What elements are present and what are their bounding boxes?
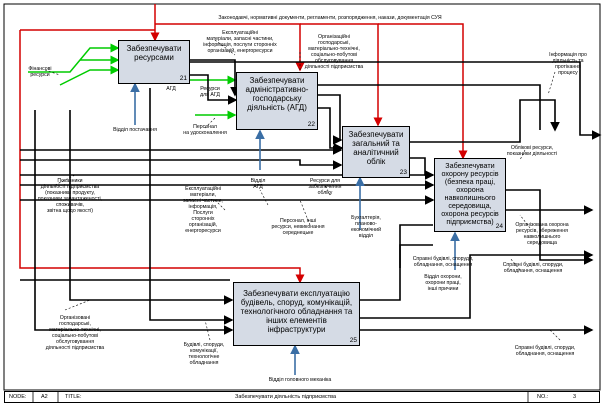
- recorded-resources-label: Облікові ресурси, показники діяльності: [506, 145, 558, 157]
- resources-accounting-label: Ресурси для забезпечення обліку: [308, 178, 342, 196]
- title-label: TITLE:: [65, 394, 82, 400]
- indicators-label: Показники діяльності підприємства (показ…: [37, 178, 103, 214]
- diagram-border: [3, 3, 601, 391]
- buildings-label: Будівлі, споруди, комунікації, технологі…: [183, 342, 225, 366]
- activity-title: Забезпечувати загальний та аналітичний о…: [348, 130, 404, 166]
- resources-agd-label: Ресурси для АГД: [200, 86, 220, 98]
- serviceable-right-label: Справні будівлі, споруди, обладнання, ос…: [502, 262, 564, 274]
- protection-dept-label: Відділ охорони, охорони праці, інші прич…: [424, 274, 462, 292]
- top-control-label: Законодавчі, нормативні документи, регла…: [218, 15, 442, 21]
- activity-title: Забезпечувати охорону ресурсів (безпека …: [441, 161, 499, 226]
- serviceable-bottom-label: Справні будівлі, споруди, обладнання, ос…: [514, 345, 576, 357]
- materials-label: Експлуатаційні матеріали, запасні частин…: [203, 30, 277, 54]
- activity-number: 24: [495, 223, 503, 230]
- serviceable-top-label: Справні будівлі, споруди, обладнання, ос…: [412, 256, 474, 268]
- control-arrows: [19, 4, 468, 284]
- activity-box-21[interactable]: Забезпечувати ресурсами 21: [118, 40, 190, 84]
- op-materials-label: Експлуатаційні матеріали, запасні частин…: [183, 186, 223, 234]
- org-structures-label: Організаційні господарські, матеріально-…: [304, 34, 364, 70]
- title-value: Забезпечувати діяльність підприємства: [235, 394, 337, 400]
- dept-supply-label: Відділ постачання: [113, 127, 157, 133]
- node-value: A2: [41, 394, 48, 400]
- organized-protection-label: Організована охорона ресурсів, збереженн…: [515, 222, 569, 246]
- no-value: 3: [573, 394, 577, 400]
- activity-number: 22: [307, 121, 315, 128]
- leader-lines: [44, 39, 561, 341]
- input-arrows: [28, 43, 237, 120]
- activity-number: 21: [179, 75, 187, 82]
- activity-box-24[interactable]: Забезпечувати охорону ресурсів (безпека …: [434, 158, 506, 232]
- info-label: Інформація про діяльність та протікання …: [549, 52, 587, 76]
- financial-resources-label: Фінансові ресурси: [28, 66, 52, 78]
- activity-number: 25: [349, 337, 357, 344]
- personnel-label: Персонал на удосконалення: [183, 124, 227, 136]
- activity-title: Забезпечувати ресурсами: [126, 44, 182, 62]
- activity-box-25[interactable]: Забезпечувати експлуатацію будівель, спо…: [233, 282, 360, 346]
- dept-agd-label: Відділ АГД: [250, 178, 266, 190]
- activity-title: Забезпечувати адміністративно- господарс…: [245, 76, 309, 112]
- dept-chief-mech-label: Відділ головного механіка: [268, 377, 332, 383]
- org-household-label: Організовані господарські, матеріально-т…: [45, 315, 105, 351]
- agd-label: АГД: [166, 86, 176, 92]
- activity-title: Забезпечувати експлуатацію будівель, спо…: [240, 289, 353, 334]
- personnel-other-label: Персонал, інші ресурси, невиконання сере…: [271, 218, 325, 236]
- activity-number: 23: [399, 169, 407, 176]
- no-label: NO.:: [537, 394, 549, 400]
- diagram-footer: NODE: A2 TITLE: Забезпечувати діяльність…: [4, 391, 600, 403]
- mechanism-arrows: [130, 82, 460, 375]
- activity-box-22[interactable]: Забезпечувати адміністративно- господарс…: [236, 72, 318, 130]
- accounting-dept-label: Бухгалтерія, планово- економічний відділ: [351, 215, 381, 239]
- flow-arrows: [20, 59, 602, 335]
- activity-box-23[interactable]: Забезпечувати загальний та аналітичний о…: [342, 126, 410, 178]
- node-label: NODE:: [9, 394, 27, 400]
